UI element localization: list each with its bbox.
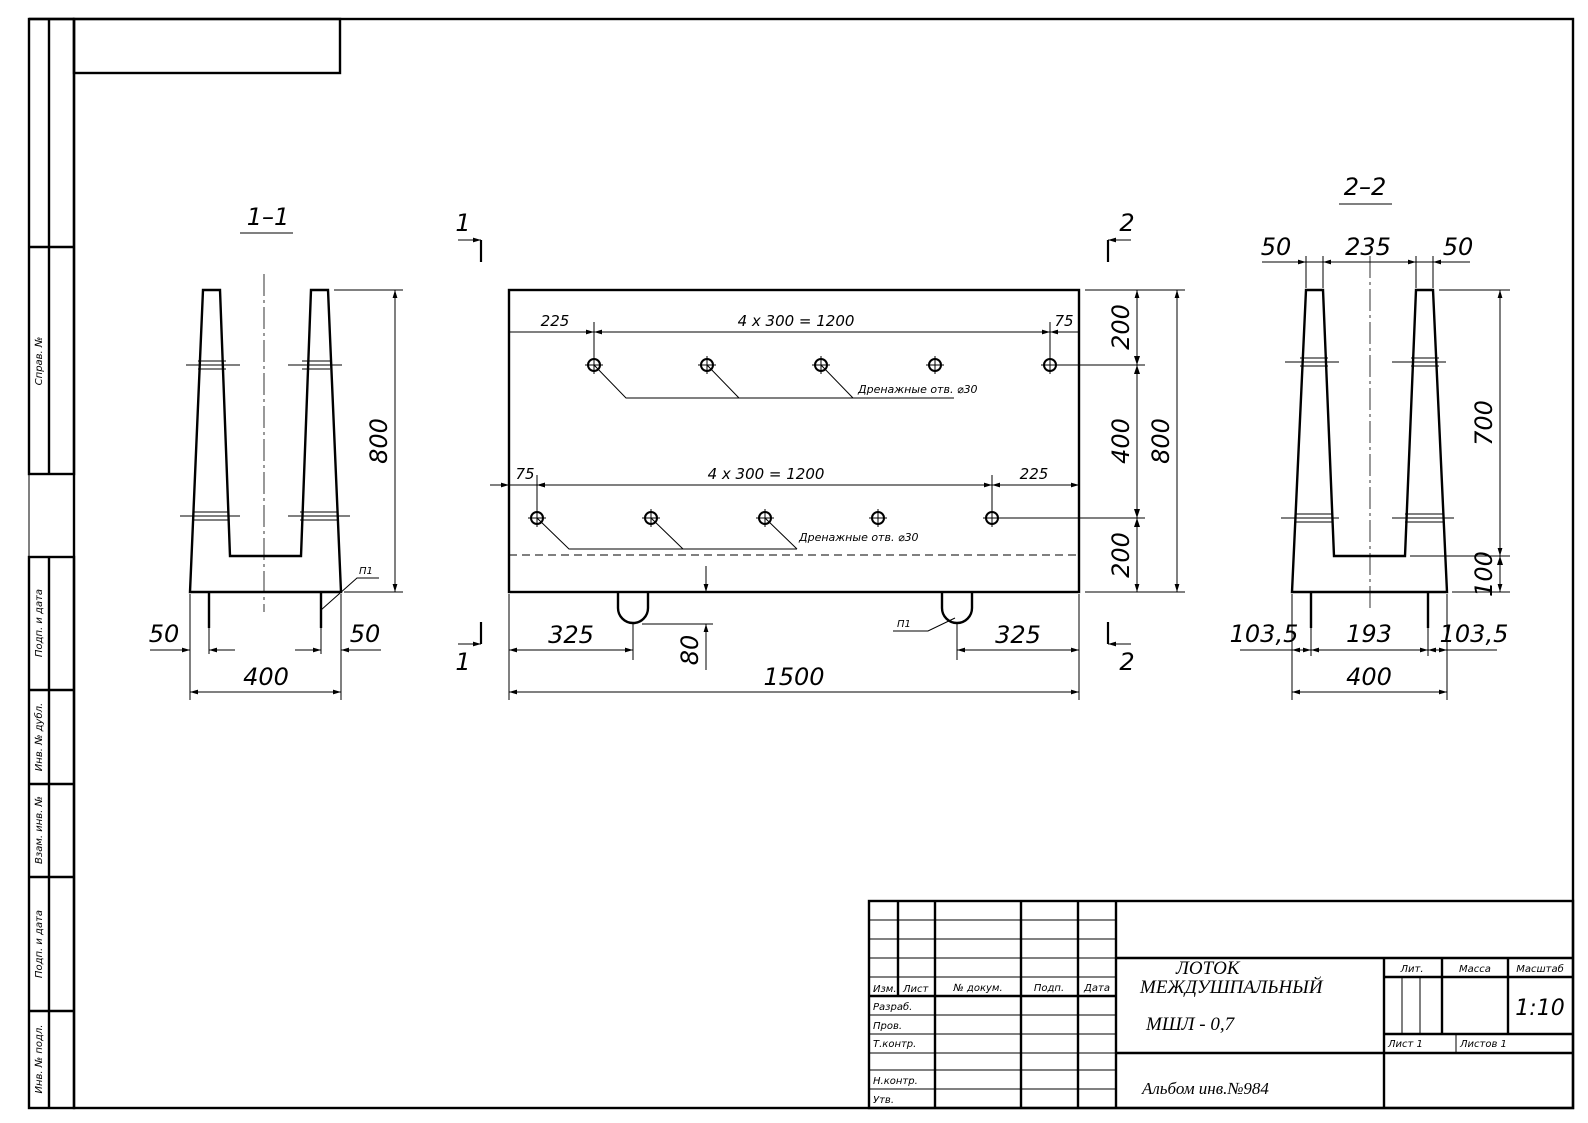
tb-col-list: Лист — [902, 984, 930, 995]
plan-leg-left — [616, 592, 650, 625]
section-1-left-dim: 50 — [149, 620, 180, 648]
title-block: Изм. Лист № докум. Подп. Дата Разраб. Пр… — [867, 899, 1575, 1110]
section-2-base-dim: 100 — [1470, 551, 1498, 597]
section-1-height-dim: 800 — [365, 418, 393, 464]
tb-row-razrab: Разраб. — [873, 1001, 912, 1013]
tb-row-utv: Утв. — [873, 1095, 894, 1106]
tb-sheet-label: Лист 1 — [1387, 1039, 1423, 1050]
section-2-width-dim: 400 — [1346, 663, 1392, 691]
section-2-top-left-dim: 50 — [1261, 233, 1292, 261]
tb-row-prov: Пров. — [873, 1021, 902, 1032]
tb-col-doc: № докум. — [952, 983, 1002, 994]
plan-depth-dim: 80 — [676, 635, 704, 666]
tb-scale-value: 1:10 — [1515, 996, 1564, 1021]
section-2-top-right-dim: 50 — [1443, 233, 1474, 261]
upper-drain-note: Дренажные отв. ⌀30 — [857, 383, 978, 396]
plan-total-length-dim: 1500 — [763, 663, 824, 691]
section-1-title: 1–1 — [247, 203, 290, 231]
plan-bottom-right-dim: 325 — [995, 621, 1041, 649]
section-2-bottom-left-dim: 103,5 — [1230, 620, 1299, 648]
upper-hole-row: 225 4 x 300 = 1200 75 Дренажные отв. ⌀30 — [509, 312, 1145, 399]
plan-right-dim-top: 200 — [1107, 304, 1135, 350]
cut-mark-2-bottom: 2 — [1119, 648, 1134, 676]
section-2-top-middle-dim: 235 — [1345, 233, 1391, 261]
stamp-label-inv-dubl: Инв. № дубл. — [33, 703, 45, 771]
section-1-1: 1–1 П1 800 50 50 400 — [149, 203, 403, 700]
stamp-label-podp-data-1: Подп. и дата — [34, 589, 45, 657]
tb-lit-label: Лит. — [1399, 964, 1423, 975]
section-1-width-dim: 400 — [243, 663, 289, 691]
plan-right-dim-middle: 400 — [1107, 418, 1135, 464]
plan-leader-label: П1 — [897, 619, 911, 630]
tb-col-podp: Подп. — [1034, 983, 1064, 994]
section-2-bottom-middle-dim: 193 — [1346, 620, 1392, 648]
plan-leg-right — [940, 592, 974, 625]
lower-hole-row: 75 4 x 300 = 1200 225 Дренажные отв. ⌀30 — [490, 465, 1145, 550]
lower-drain-note: Дренажные отв. ⌀30 — [798, 531, 919, 544]
tb-sheets-label: Листов 1 — [1459, 1039, 1507, 1050]
lower-left-dim: 75 — [515, 465, 534, 483]
sheet-frame — [28, 17, 1575, 1110]
plan-bottom-left-dim: 325 — [548, 621, 594, 649]
section-1-right-dim: 50 — [350, 620, 381, 648]
tb-title-line2: МЕЖДУШПАЛЬНЫЙ — [1139, 975, 1324, 998]
tb-row-tkontr: Т.контр. — [873, 1039, 916, 1050]
tb-title-line3: МШЛ - 0,7 — [1145, 1014, 1236, 1035]
section-2-bottom-right-dim: 103,5 — [1440, 620, 1509, 648]
tb-scale-label: Масштаб — [1516, 963, 1564, 975]
tb-album: Альбом инв.№984 — [1141, 1079, 1269, 1098]
section-2-height-dim: 700 — [1470, 400, 1498, 446]
section-2-2: 2–2 50 235 50 — [1230, 173, 1510, 700]
tb-row-nkontr: Н.контр. — [873, 1076, 918, 1087]
section-2-outline — [1290, 288, 1449, 594]
lower-right-dim: 225 — [1020, 465, 1049, 483]
lower-spacing-dim: 4 x 300 = 1200 — [708, 465, 825, 483]
plan-right-dim-total: 800 — [1147, 418, 1175, 464]
cut-mark-2-top: 2 — [1119, 209, 1134, 237]
upper-right-dim: 75 — [1054, 312, 1073, 330]
tb-title-line1: ЛОТОК — [1175, 958, 1241, 979]
section-1-leader-label: П1 — [359, 566, 373, 577]
tb-col-data: Дата — [1083, 983, 1110, 994]
stamp-label-podp-data-2: Подп. и дата — [34, 910, 45, 978]
section-2-title: 2–2 — [1344, 173, 1387, 201]
top-left-stamp — [72, 17, 342, 75]
side-stamp: Справ. № Подп. и дата Инв. № дубл. Взам.… — [27, 17, 76, 1110]
plan-right-dim-bottom: 200 — [1107, 532, 1135, 578]
upper-left-dim: 225 — [541, 312, 570, 330]
stamp-label-inv-podl: Инв. № подл. — [34, 1025, 45, 1094]
cut-mark-1-bottom: 1 — [455, 648, 470, 676]
plan-outline — [507, 288, 1081, 594]
cut-mark-1-top: 1 — [455, 209, 470, 237]
tb-col-izm: Изм. — [873, 984, 897, 995]
tb-mass-label: Масса — [1459, 964, 1491, 975]
plan-view: 1 1 2 2 225 4 x 300 = 1200 75 Дренажные … — [455, 209, 1185, 700]
upper-spacing-dim: 4 x 300 = 1200 — [738, 312, 855, 330]
section-1-outline — [188, 288, 343, 594]
stamp-label-vzam-inv: Взам. инв. № — [34, 796, 45, 864]
stamp-label-sprav: Справ. № — [34, 337, 45, 386]
